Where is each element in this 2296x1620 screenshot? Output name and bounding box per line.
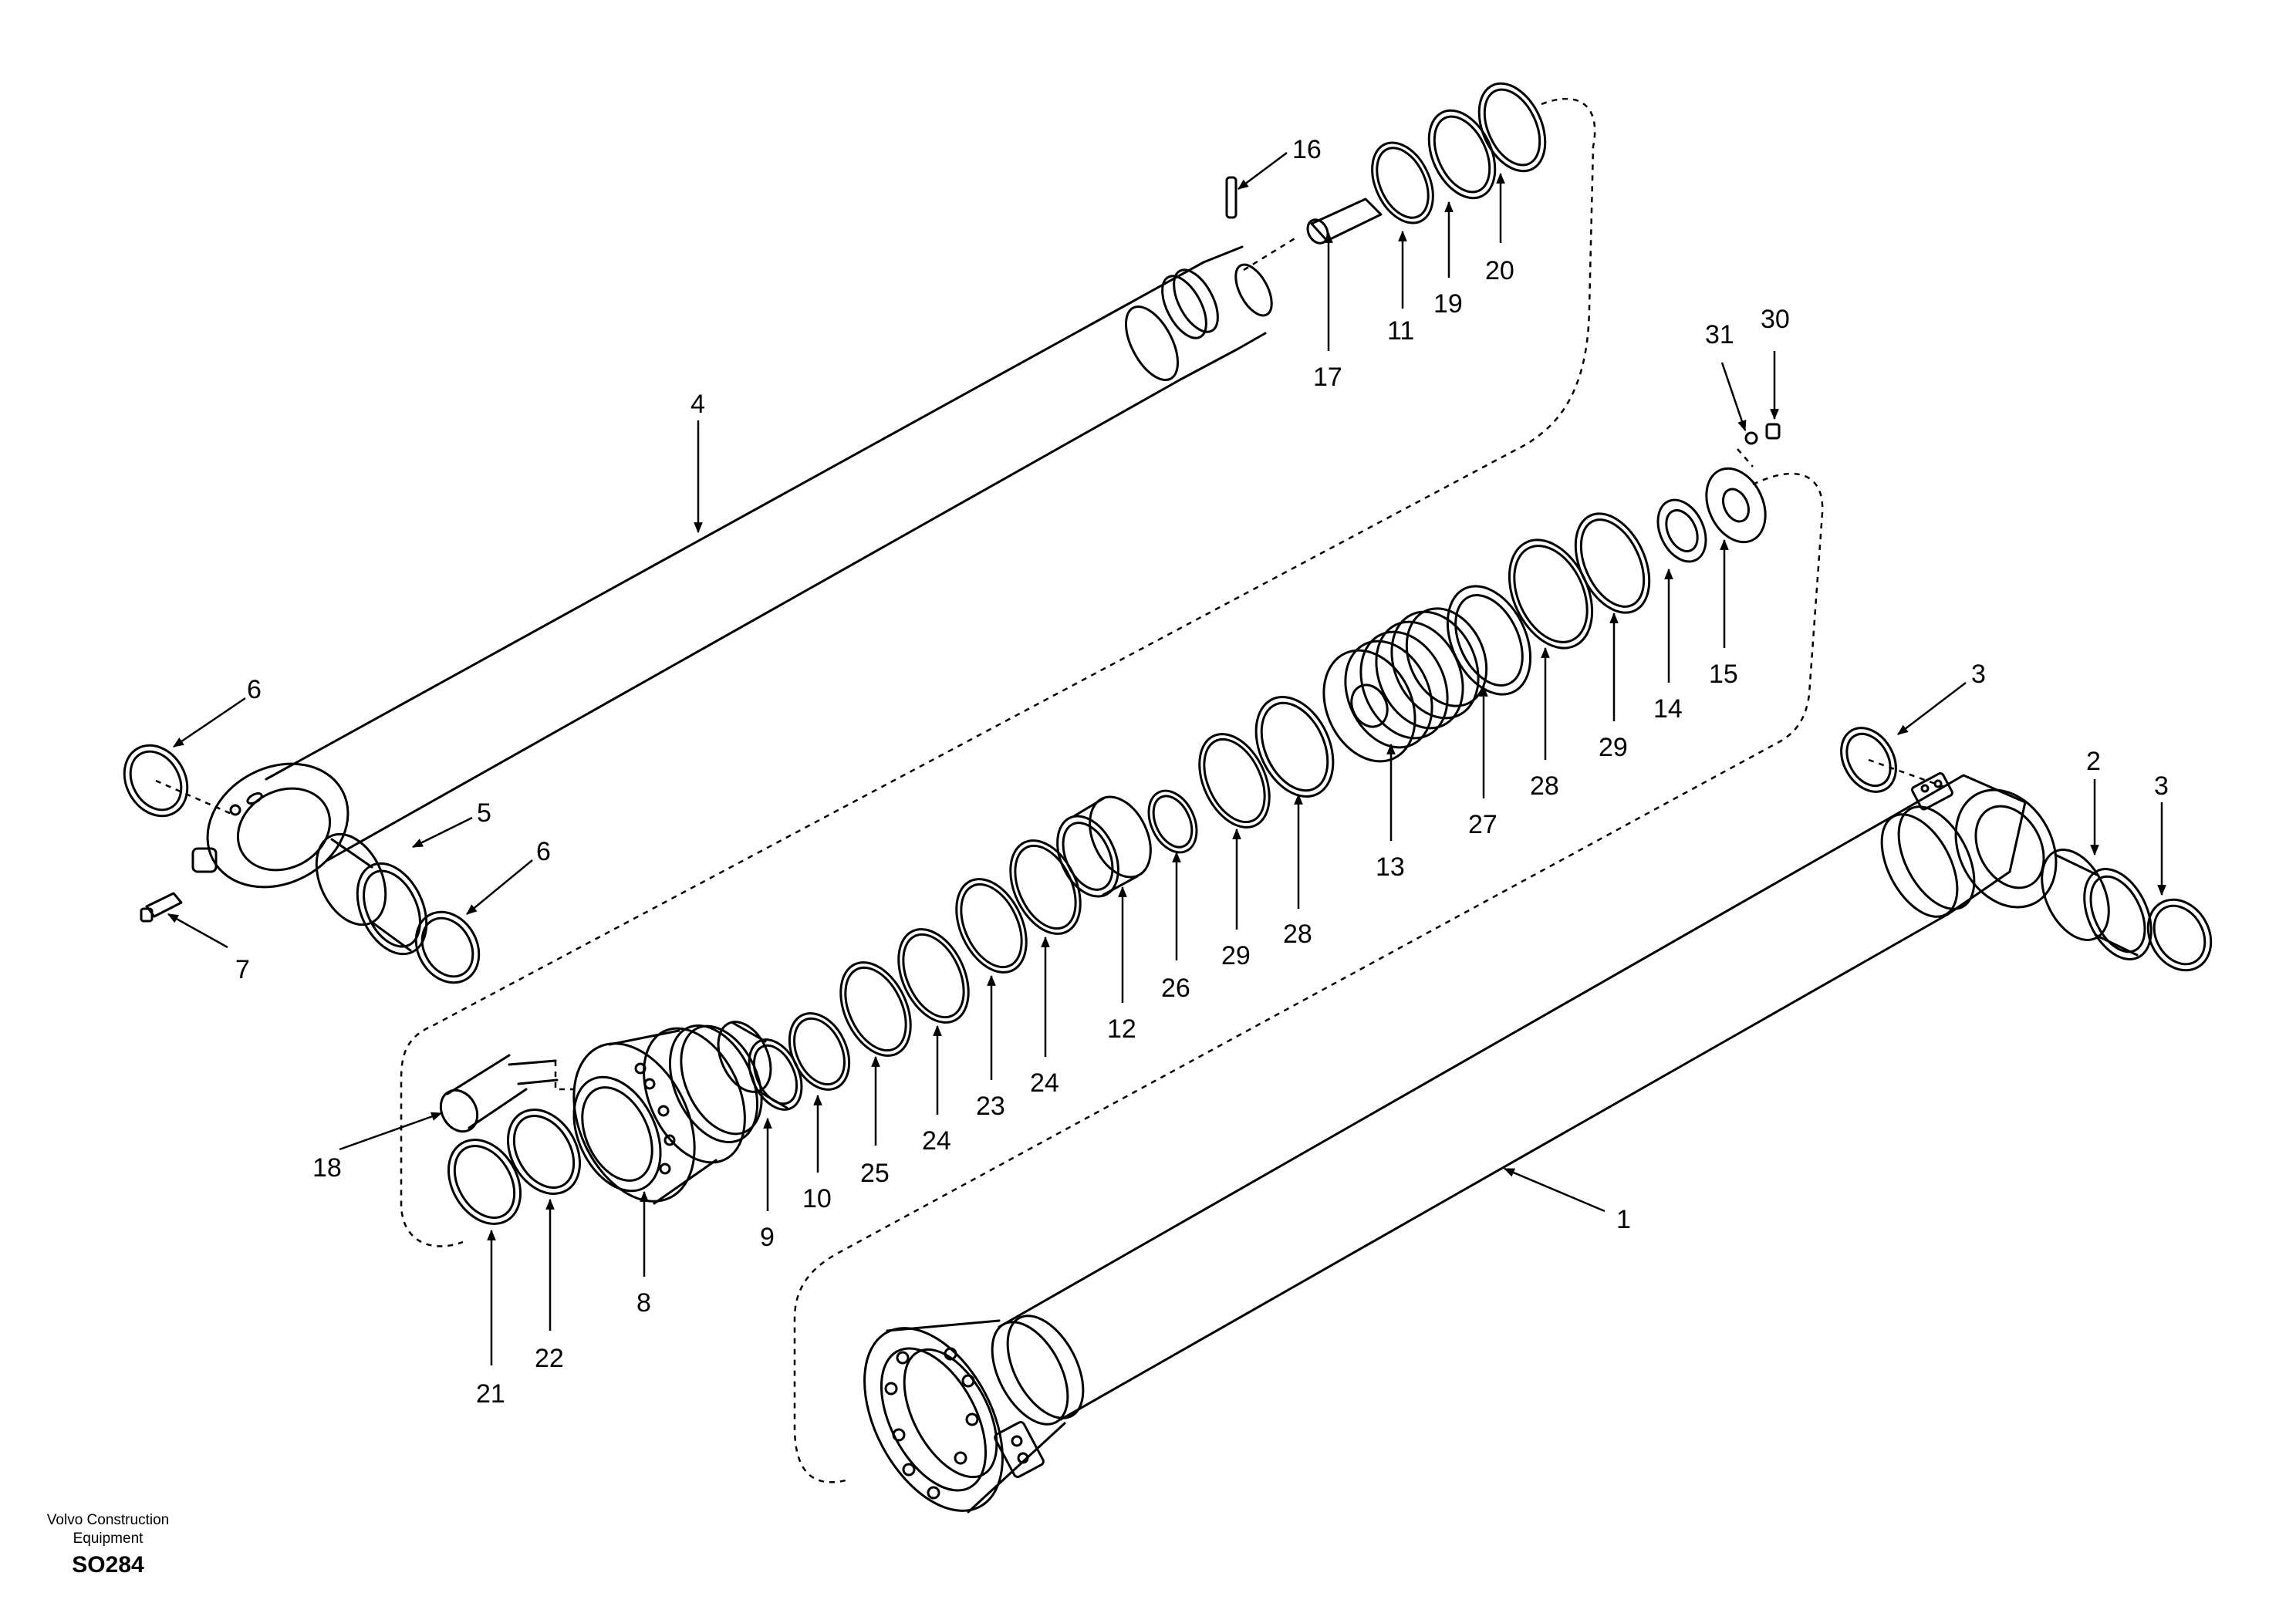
ring-23 (955, 878, 1028, 974)
callout-6b: 6 (536, 837, 551, 866)
ring-20 (1477, 82, 1547, 173)
snap-ring-6-upper (123, 744, 189, 818)
callout-16: 16 (1292, 135, 1322, 164)
callout-12: 12 (1107, 1014, 1136, 1044)
callout-5: 5 (477, 798, 491, 828)
callout-15: 15 (1709, 660, 1738, 689)
callout-21: 21 (476, 1379, 505, 1409)
leader-5 (411, 816, 473, 849)
callout-7: 7 (235, 955, 250, 984)
callout-9: 9 (760, 1223, 775, 1252)
bushing-9 (717, 1021, 803, 1111)
callout-31: 31 (1705, 320, 1734, 349)
nut-15 (1705, 467, 1767, 544)
footer-company-line-1: Volvo Construction (46, 1512, 170, 1528)
callout-2: 2 (2086, 747, 2101, 776)
leader-1 (1503, 1167, 1606, 1213)
callout-23: 23 (976, 1092, 1005, 1121)
bushing-5 (315, 832, 428, 956)
rod-eye (191, 762, 349, 889)
ring-11 (1371, 141, 1434, 224)
ring-22 (506, 1109, 582, 1195)
assembly-line-eye (155, 448, 1945, 815)
bushing-2 (2041, 849, 2152, 960)
ring-19 (1427, 109, 1497, 200)
ring-28-lower (1254, 696, 1335, 798)
leader-16 (1237, 151, 1288, 191)
ring-28-upper (1508, 538, 1594, 650)
callout-18: 18 (312, 1153, 342, 1183)
set-screw (1306, 197, 1383, 245)
callout-29b: 29 (1599, 733, 1628, 762)
callout-8: 8 (636, 1288, 651, 1318)
callout-30: 30 (1761, 305, 1790, 334)
leader-31 (1720, 362, 1747, 432)
drawing-code: SO284 (72, 1552, 144, 1578)
callout-4: 4 (690, 390, 705, 419)
callout-14: 14 (1653, 694, 1683, 724)
callout-24b: 24 (1030, 1068, 1059, 1098)
leader-6b (466, 859, 533, 915)
cotter-pin (1225, 176, 1237, 219)
spacer-12 (1056, 795, 1152, 898)
callout-25: 25 (860, 1159, 890, 1188)
bolt (439, 1054, 559, 1133)
callout-13: 13 (1376, 852, 1405, 882)
snap-ring-3-lower (2146, 898, 2213, 972)
callout-24a: 24 (922, 1126, 951, 1156)
assembly-line-head (554, 472, 1824, 1483)
snap-ring-3-upper (1840, 727, 1897, 793)
callout-3a: 3 (1971, 660, 1986, 689)
callout-20: 20 (1485, 256, 1514, 285)
callout-27: 27 (1468, 810, 1497, 839)
snap-ring-6-lower (414, 910, 481, 984)
ring-10 (788, 1012, 851, 1091)
ring-29-lower (1198, 733, 1271, 829)
ring-24-upper (1009, 839, 1082, 935)
ring-29-upper (1574, 512, 1651, 614)
callout-29a: 29 (1221, 941, 1251, 970)
set-screw-30 (1765, 423, 1781, 440)
callout-3b: 3 (2154, 771, 2169, 801)
ring-27 (1446, 585, 1532, 696)
ring-25 (839, 961, 912, 1057)
leader-7 (167, 913, 228, 949)
washer-14 (1656, 498, 1707, 563)
ball-31 (1744, 431, 1758, 445)
callout-28b: 28 (1530, 771, 1559, 801)
callout-11: 11 (1387, 316, 1414, 346)
callout-1: 1 (1616, 1205, 1631, 1234)
callout-17: 17 (1313, 363, 1342, 392)
ring-26 (1147, 789, 1198, 854)
ring-21 (447, 1139, 522, 1225)
leader-18 (339, 1112, 443, 1151)
grease-fitting (140, 892, 183, 923)
callout-19: 19 (1433, 289, 1463, 319)
ring-24-lower (897, 928, 970, 1024)
assembly-line-rod (400, 97, 1596, 1247)
callout-28a: 28 (1283, 920, 1312, 949)
leader-3a (1897, 682, 1967, 735)
callout-22: 22 (535, 1344, 564, 1373)
cylinder-head (572, 1024, 763, 1205)
cylinder-tube (863, 771, 2058, 1514)
leader-6a (173, 697, 246, 748)
callout-6a: 6 (247, 675, 262, 704)
footer-company-line-2: Equipment (73, 1531, 144, 1547)
piston-rod (265, 245, 1273, 862)
piston (1322, 607, 1488, 763)
callout-10: 10 (802, 1184, 832, 1213)
callout-26: 26 (1161, 974, 1190, 1003)
